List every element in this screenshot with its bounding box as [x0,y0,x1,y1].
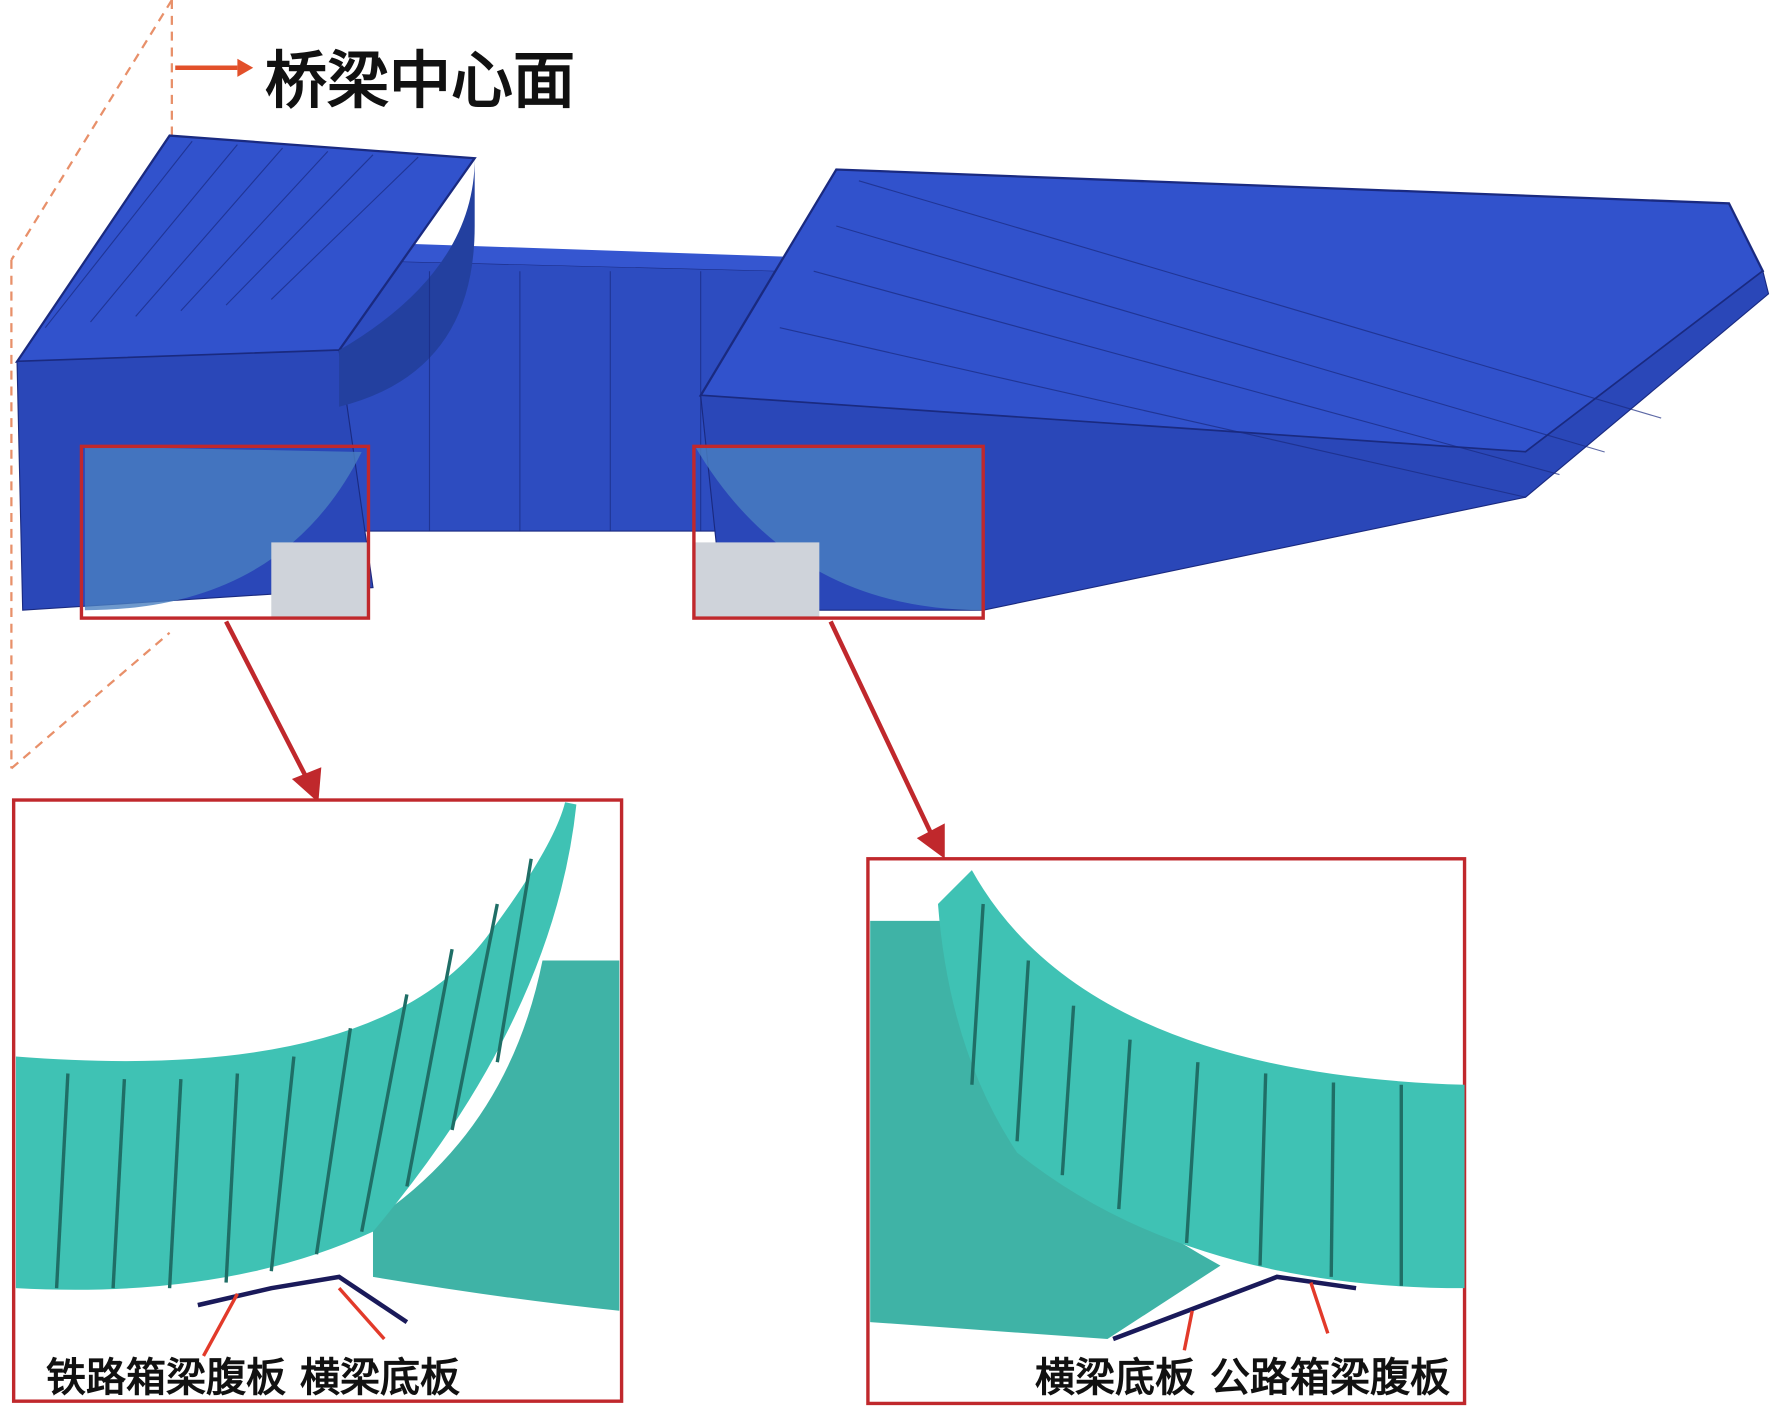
crossbeam-bottom-plate-label-right: 横梁底板 [1035,1355,1195,1401]
right-detail-view [866,857,1467,1406]
crossbeam-bottom-plate-label-left: 横梁底板 [300,1355,460,1401]
title-arrow [175,58,254,77]
bridge-center-plane-label: 桥梁中心面 [265,44,576,117]
highway-box-girder-web-label: 公路箱梁腹板 [1210,1355,1450,1401]
callout-arrows [224,620,945,859]
highlight-frames [79,444,985,620]
bridge-model [14,134,1770,617]
railway-box-girder-web-label: 铁路箱梁腹板 [46,1355,286,1401]
left-detail-view [11,798,624,1403]
